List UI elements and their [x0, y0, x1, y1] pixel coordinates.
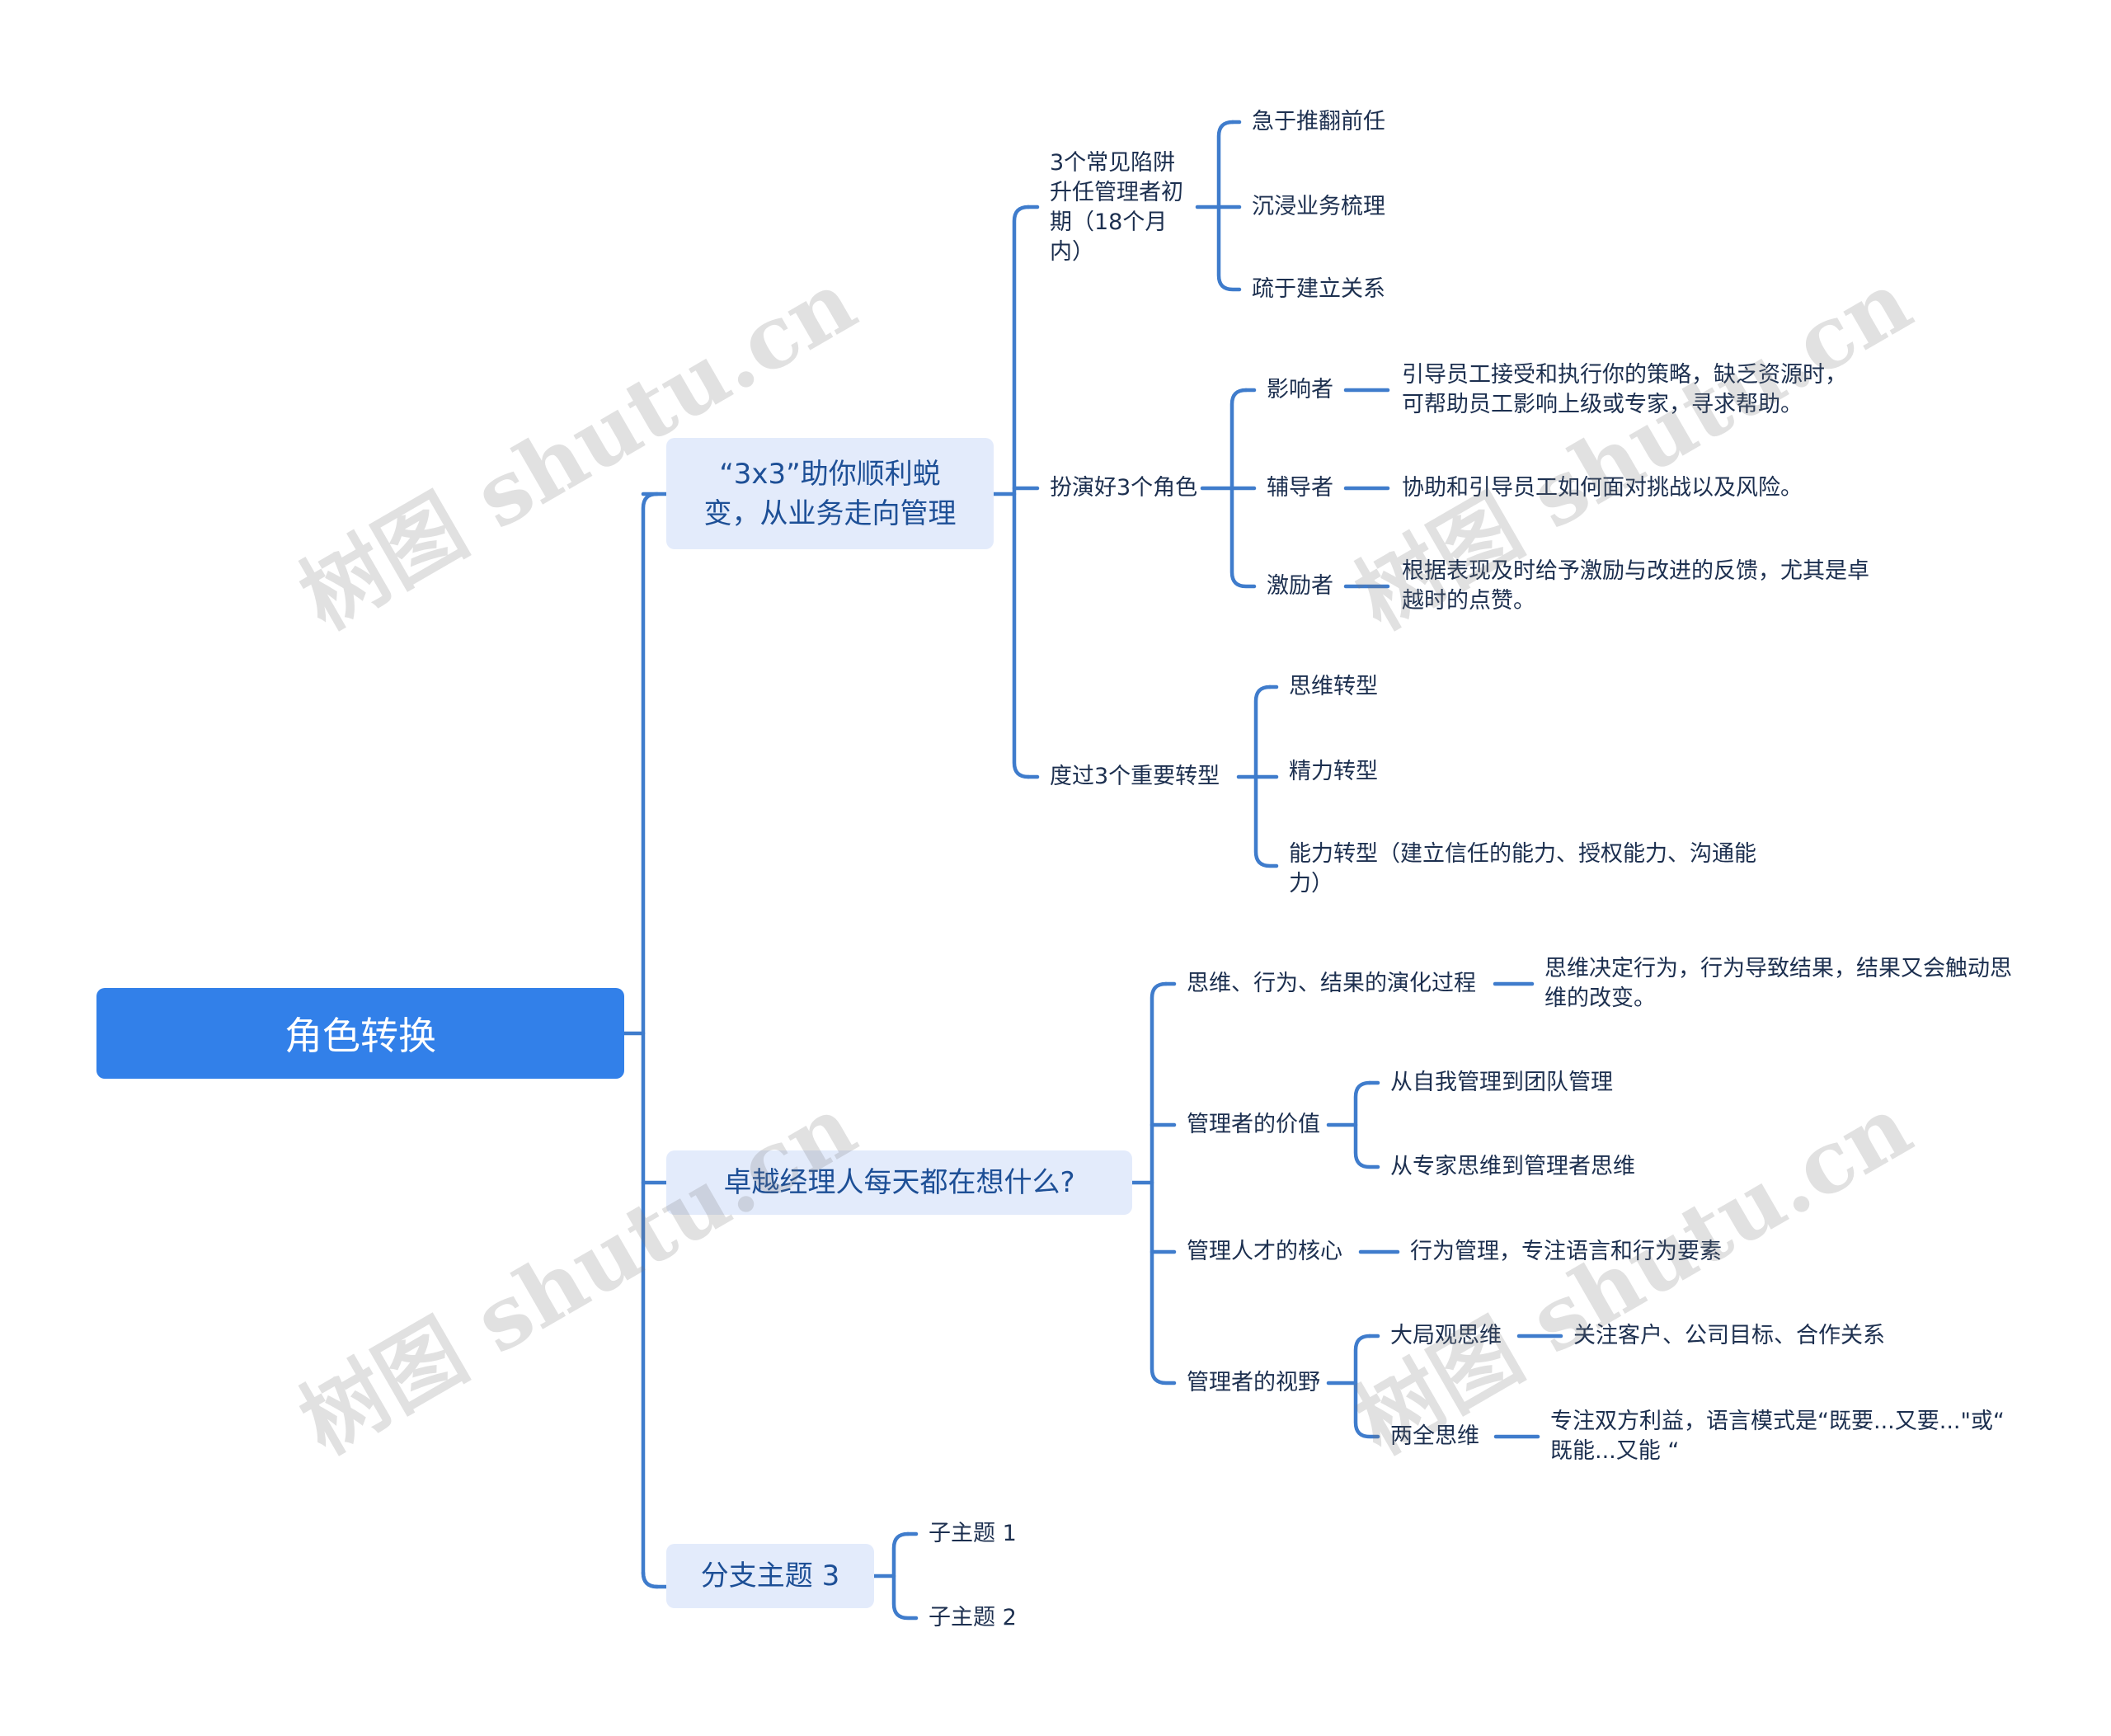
connector-trans-trunk	[1253, 685, 1279, 868]
role-detail[interactable]: 引导员工接受和执行你的策略，缺乏资源时，可帮助员工影响上级或专家，寻求帮助。	[1402, 360, 1864, 420]
branch-topic-manager-thinking[interactable]: 卓越经理人每天都在想什么?	[666, 1150, 1132, 1215]
leaf-topic-label: 从自我管理到团队管理	[1390, 1070, 1613, 1095]
leaf-topic-label: 精力转型	[1289, 759, 1378, 784]
connector-root-b3	[641, 1570, 669, 1589]
leaf-topic[interactable]: 疏于建立关系	[1252, 275, 1385, 304]
leaf-topic-label: 急于推翻前任	[1252, 109, 1385, 134]
connector-trap-trunk	[1216, 120, 1242, 292]
role-topic-label: 辅导者	[1267, 475, 1333, 501]
role-topic-coach[interactable]: 辅导者	[1267, 473, 1333, 503]
role-detail-text: 引导员工接受和执行你的策略，缺乏资源时，可帮助员工影响上级或专家，寻求帮助。	[1402, 362, 1847, 417]
leaf-topic[interactable]: 精力转型	[1289, 757, 1378, 787]
subtopic-label: 管理者的视野	[1187, 1370, 1320, 1395]
subtopic-label: 管理人才的核心	[1187, 1239, 1342, 1264]
vision-topic-label: 两全思维	[1390, 1423, 1479, 1449]
role-detail[interactable]: 协助和引导员工如何面对挑战以及风险。	[1402, 473, 1803, 503]
branch-topic-transformation[interactable]: “3x3”助你顺利蜕 变，从业务走向管理	[666, 438, 994, 549]
leaf-topic-label: 沉浸业务梳理	[1252, 194, 1385, 219]
leaf-topic-label: 从专家思维到管理者思维	[1390, 1154, 1635, 1179]
subtopic-detail-text: 思维决定行为，行为导致结果，结果又会触动思维的改变。	[1544, 956, 2012, 1011]
branch-topic-label-line-2: 变，从业务走向管理	[703, 496, 957, 530]
branch-topic-label-line-1: “3x3”助你顺利蜕	[719, 457, 941, 491]
leaf-topic[interactable]: 子主题 1	[929, 1519, 1017, 1549]
role-detail-text: 根据表现及时给予激励与改进的反馈，尤其是卓越时的点赞。	[1402, 558, 1869, 614]
subtopic-manager-value[interactable]: 管理者的价值	[1187, 1110, 1320, 1140]
leaf-topic-label: 疏于建立关系	[1252, 276, 1385, 302]
subtopic-label: 管理者的价值	[1187, 1112, 1320, 1137]
connector-b1-trunk	[1012, 205, 1031, 779]
vision-topic-label: 大局观思维	[1390, 1323, 1502, 1348]
role-topic-motivator[interactable]: 激励者	[1267, 572, 1333, 601]
leaf-topic[interactable]: 子主题 2	[929, 1603, 1017, 1633]
role-detail-text: 协助和引导员工如何面对挑战以及风险。	[1402, 475, 1803, 501]
subtopic-label: 思维、行为、结果的演化过程	[1187, 971, 1476, 996]
role-topic-label: 激励者	[1267, 573, 1333, 599]
connector-value-trunk	[1353, 1080, 1380, 1169]
subtopic-manager-vision[interactable]: 管理者的视野	[1187, 1368, 1320, 1398]
subtopic-three-traps[interactable]: 3个常见陷阱升任管理者初期（18个月内）	[1050, 148, 1190, 267]
subtopic-detail[interactable]: 思维决定行为，行为导致结果，结果又会触动思维的改变。	[1544, 954, 2023, 1014]
vision-topic-big-picture[interactable]: 大局观思维	[1390, 1321, 1502, 1351]
subtopic-three-transitions[interactable]: 度过3个重要转型	[1050, 762, 1220, 792]
vision-detail-text: 专注双方利益，语言模式是“既要...又要..."或“ 既能...又能 “	[1550, 1409, 2005, 1464]
root-topic-label: 角色转换	[284, 1014, 436, 1058]
subtopic-label: 3个常见陷阱升任管理者初期（18个月内）	[1050, 150, 1183, 265]
connector-role-trunk	[1229, 388, 1257, 589]
subtopic-label: 扮演好3个角色	[1050, 475, 1198, 501]
subtopic-three-roles[interactable]: 扮演好3个角色	[1050, 473, 1197, 503]
leaf-topic-label: 能力转型（建立信任的能力、授权能力、沟通能力）	[1289, 841, 1756, 896]
subtopic-label: 度过3个重要转型	[1050, 764, 1220, 789]
branch-topic-label: 分支主题 3	[700, 1560, 840, 1593]
connector-root-trunk	[641, 492, 660, 1589]
leaf-topic[interactable]: 能力转型（建立信任的能力、授权能力、沟通能力）	[1289, 840, 1759, 899]
leaf-topic[interactable]: 急于推翻前任	[1252, 107, 1385, 137]
connector-b3-trunk	[891, 1531, 919, 1621]
subtopic-talent-core[interactable]: 管理人才的核心	[1187, 1237, 1342, 1267]
vision-detail[interactable]: 关注客户、公司目标、合作关系	[1573, 1321, 1885, 1351]
subtopic-detail[interactable]: 行为管理，专注语言和行为要素	[1410, 1237, 1722, 1267]
vision-topic-win-win[interactable]: 两全思维	[1390, 1422, 1479, 1451]
connector-vision-trunk	[1353, 1334, 1380, 1439]
leaf-topic-label: 思维转型	[1289, 674, 1378, 699]
connector-b2-trunk	[1150, 981, 1177, 1386]
leaf-topic[interactable]: 从自我管理到团队管理	[1390, 1068, 1613, 1098]
subtopic-detail-text: 行为管理，专注语言和行为要素	[1410, 1239, 1722, 1264]
role-detail[interactable]: 根据表现及时给予激励与改进的反馈，尤其是卓越时的点赞。	[1402, 557, 1880, 616]
root-topic[interactable]: 角色转换	[96, 988, 624, 1079]
leaf-topic-label: 子主题 2	[929, 1605, 1017, 1630]
role-topic-influencer[interactable]: 影响者	[1267, 375, 1333, 405]
branch-topic-label: 卓越经理人每天都在想什么?	[723, 1166, 1075, 1199]
role-topic-label: 影响者	[1267, 377, 1333, 402]
leaf-topic[interactable]: 思维转型	[1289, 672, 1378, 702]
vision-detail[interactable]: 专注双方利益，语言模式是“既要...又要..."或“ 既能...又能 “	[1550, 1407, 2029, 1466]
leaf-topic[interactable]: 从专家思维到管理者思维	[1390, 1152, 1635, 1182]
vision-detail-text: 关注客户、公司目标、合作关系	[1573, 1323, 1885, 1348]
leaf-topic-label: 子主题 1	[929, 1521, 1017, 1546]
subtopic-evolution[interactable]: 思维、行为、结果的演化过程	[1187, 969, 1476, 999]
branch-topic-3[interactable]: 分支主题 3	[666, 1544, 874, 1608]
leaf-topic[interactable]: 沉浸业务梳理	[1252, 192, 1385, 222]
